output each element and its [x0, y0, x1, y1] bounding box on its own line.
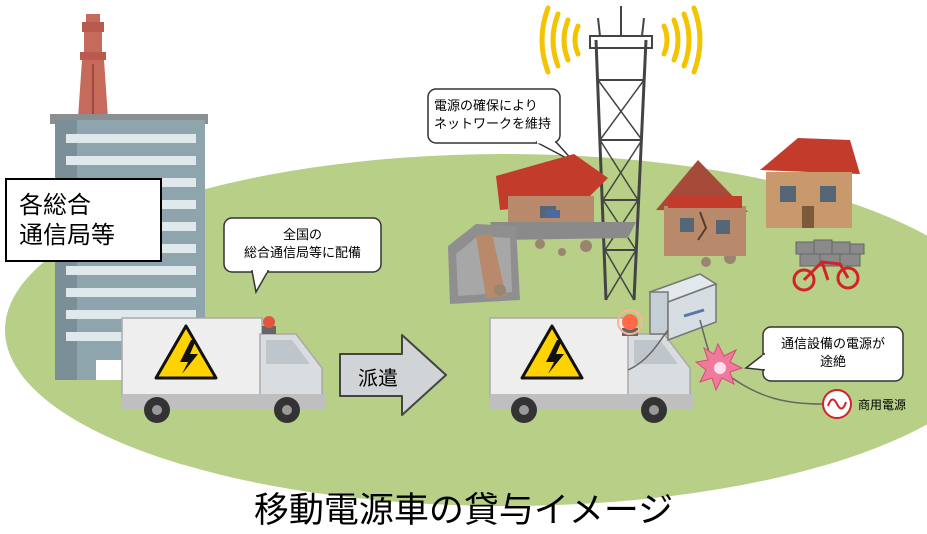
outage-bubble-text: 通信設備の電源が 途絶	[763, 336, 903, 372]
deploy-speech-bubble	[223, 217, 382, 295]
radio-signal-icon	[539, 5, 703, 75]
outage-speech-bubble	[744, 326, 904, 382]
outage-bubble-line2: 途絶	[819, 355, 846, 370]
ruined-wall	[448, 224, 520, 304]
damaged-house	[656, 160, 748, 256]
dispatch-arrow	[339, 334, 447, 416]
outage-bubble-line1: 通信設備の電源が	[780, 337, 885, 352]
rubble-pile	[494, 239, 736, 296]
commercial-power-label: 商用電源	[858, 398, 907, 412]
radio-tower	[589, 6, 653, 301]
spark-icon	[694, 342, 744, 392]
power-truck-home	[121, 317, 326, 423]
office-label-box: 各総合 通信局等	[5, 178, 162, 262]
intact-house	[760, 138, 860, 228]
page-title: 移動電源車の貸与イメージ	[253, 491, 674, 531]
beacon-icon	[262, 316, 276, 334]
collapsed-house	[490, 154, 636, 240]
telecom-equipment-box	[648, 273, 718, 342]
fallen-bicycle	[792, 260, 860, 292]
deploy-bubble-line2: 総合通信局等に配備	[243, 246, 361, 261]
network-bubble-text: 電源の確保により ネットワークを維持	[428, 98, 560, 134]
ac-power-icon	[822, 389, 852, 419]
network-bubble-line2: ネットワークを維持	[434, 117, 552, 132]
deploy-bubble-line1: 全国の	[282, 228, 322, 243]
dispatch-label: 派遣	[358, 366, 398, 390]
office-label-line2: 通信局等	[19, 221, 115, 249]
network-bubble-line1: 電源の確保により	[434, 99, 538, 114]
beacon-icon	[617, 309, 643, 336]
warning-triangle-icon	[520, 324, 584, 380]
warning-triangle-icon	[154, 324, 218, 380]
deploy-bubble-text: 全国の 総合通信局等に配備	[224, 227, 381, 263]
office-label-line1: 各総合	[19, 191, 91, 219]
